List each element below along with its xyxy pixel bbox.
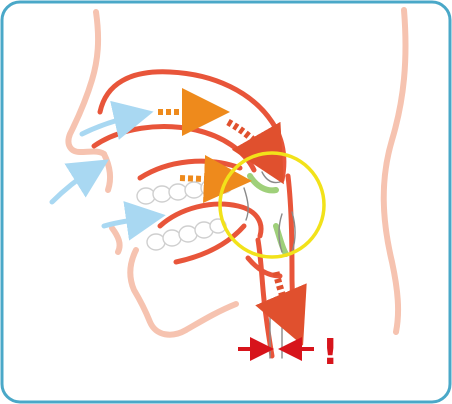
tooth bbox=[153, 186, 171, 202]
tooth bbox=[137, 188, 155, 204]
tooth bbox=[163, 230, 181, 246]
tooth bbox=[185, 182, 203, 198]
tooth bbox=[147, 234, 165, 250]
tooth bbox=[179, 226, 197, 242]
exclamation-icon: ! bbox=[322, 332, 338, 373]
tooth bbox=[169, 184, 187, 200]
